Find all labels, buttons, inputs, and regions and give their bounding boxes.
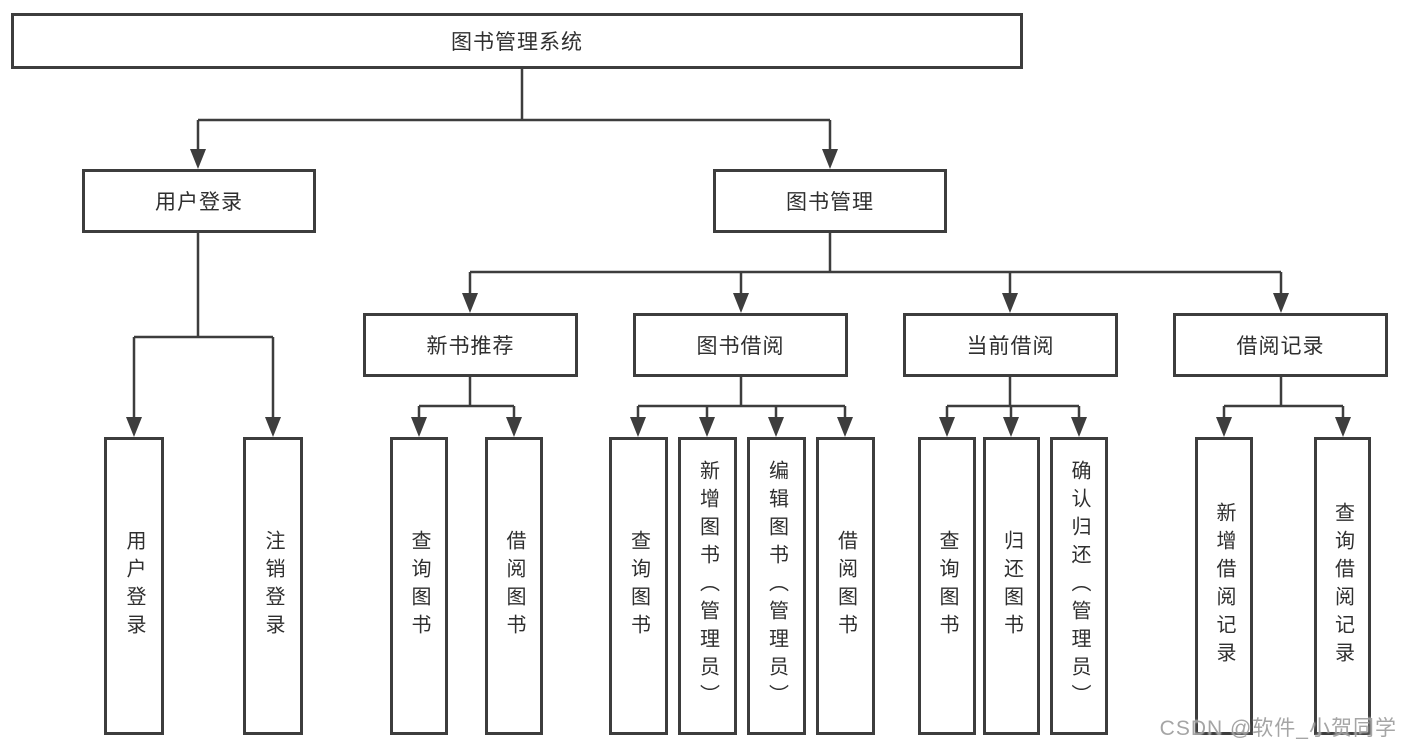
node-leaf-user-login: 用户登录 (104, 437, 164, 735)
node-library-management-system: 图书管理系统 (11, 13, 1023, 69)
node-leaf-logout: 注销登录 (243, 437, 303, 735)
node-label: 查询借阅记录 (1331, 502, 1354, 670)
node-leaf-borrow-books-2: 借阅图书 (816, 437, 875, 735)
node-leaf-add-books-admin: 新增图书（管理员） (678, 437, 737, 735)
node-label: 当前借阅 (966, 335, 1055, 358)
node-leaf-return-books: 归还图书 (983, 437, 1040, 735)
node-book-borrow: 图书借阅 (633, 313, 848, 377)
node-label: 借阅记录 (1236, 335, 1325, 358)
node-label: 借阅图书 (834, 530, 857, 642)
node-label: 注销登录 (262, 530, 284, 642)
node-label: 查询图书 (408, 530, 430, 642)
node-book-management: 图书管理 (713, 169, 947, 233)
node-leaf-query-books-2: 查询图书 (609, 437, 668, 735)
node-label: 查询图书 (627, 530, 650, 642)
node-label: 用户登录 (123, 530, 145, 642)
node-leaf-query-books-1: 查询图书 (390, 437, 448, 735)
node-leaf-borrow-books-1: 借阅图书 (485, 437, 543, 735)
node-user-login: 用户登录 (82, 169, 316, 233)
node-label: 新增借阅记录 (1213, 502, 1235, 670)
node-label: 用户登录 (155, 191, 243, 214)
node-label: 新书推荐 (426, 335, 515, 358)
node-label: 新增图书（管理员） (696, 460, 719, 712)
node-label: 借阅图书 (503, 530, 525, 642)
node-leaf-add-borrow-record: 新增借阅记录 (1195, 437, 1253, 735)
node-borrow-records: 借阅记录 (1173, 313, 1388, 377)
node-label: 图书借阅 (696, 335, 785, 358)
node-new-book-recommend: 新书推荐 (363, 313, 578, 377)
node-label: 确认归还（管理员） (1068, 460, 1090, 712)
node-current-borrow: 当前借阅 (903, 313, 1118, 377)
node-label: 图书管理 (786, 191, 874, 214)
node-label: 归还图书 (1000, 530, 1023, 642)
arrowheads (126, 149, 1351, 437)
node-leaf-query-books-3: 查询图书 (918, 437, 976, 735)
node-leaf-edit-books-admin: 编辑图书（管理员） (747, 437, 806, 735)
node-leaf-confirm-return-admin: 确认归还（管理员） (1050, 437, 1108, 735)
node-label: 查询图书 (936, 530, 958, 642)
node-label: 图书管理系统 (451, 31, 583, 54)
node-leaf-query-borrow-record: 查询借阅记录 (1314, 437, 1371, 735)
watermark: CSDN @软件_小贺同学 (1159, 717, 1397, 740)
node-label: 编辑图书（管理员） (765, 460, 788, 712)
